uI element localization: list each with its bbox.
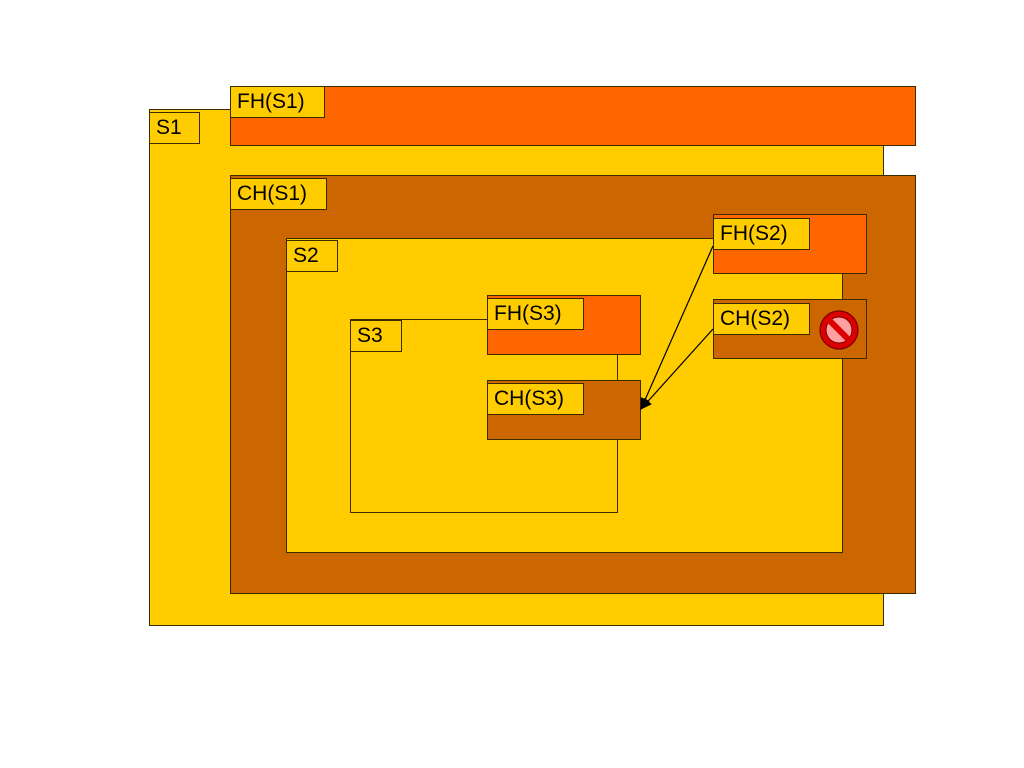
scope-s3-label: S3: [350, 320, 402, 352]
compensation-handler-s2-label: CH(S2): [713, 303, 810, 335]
fault-handler-s1-label: FH(S1): [230, 86, 325, 118]
fault-handler-s3-label: FH(S3): [487, 298, 584, 330]
compensation-handler-s3-label: CH(S3): [487, 383, 584, 415]
scope-s1-label: S1: [149, 112, 200, 144]
fault-handler-s1: [230, 86, 916, 146]
scope-s2-label: S2: [286, 240, 338, 272]
compensation-handler-s1-label: CH(S1): [230, 178, 327, 210]
fault-handler-s2-label: FH(S2): [713, 218, 810, 250]
